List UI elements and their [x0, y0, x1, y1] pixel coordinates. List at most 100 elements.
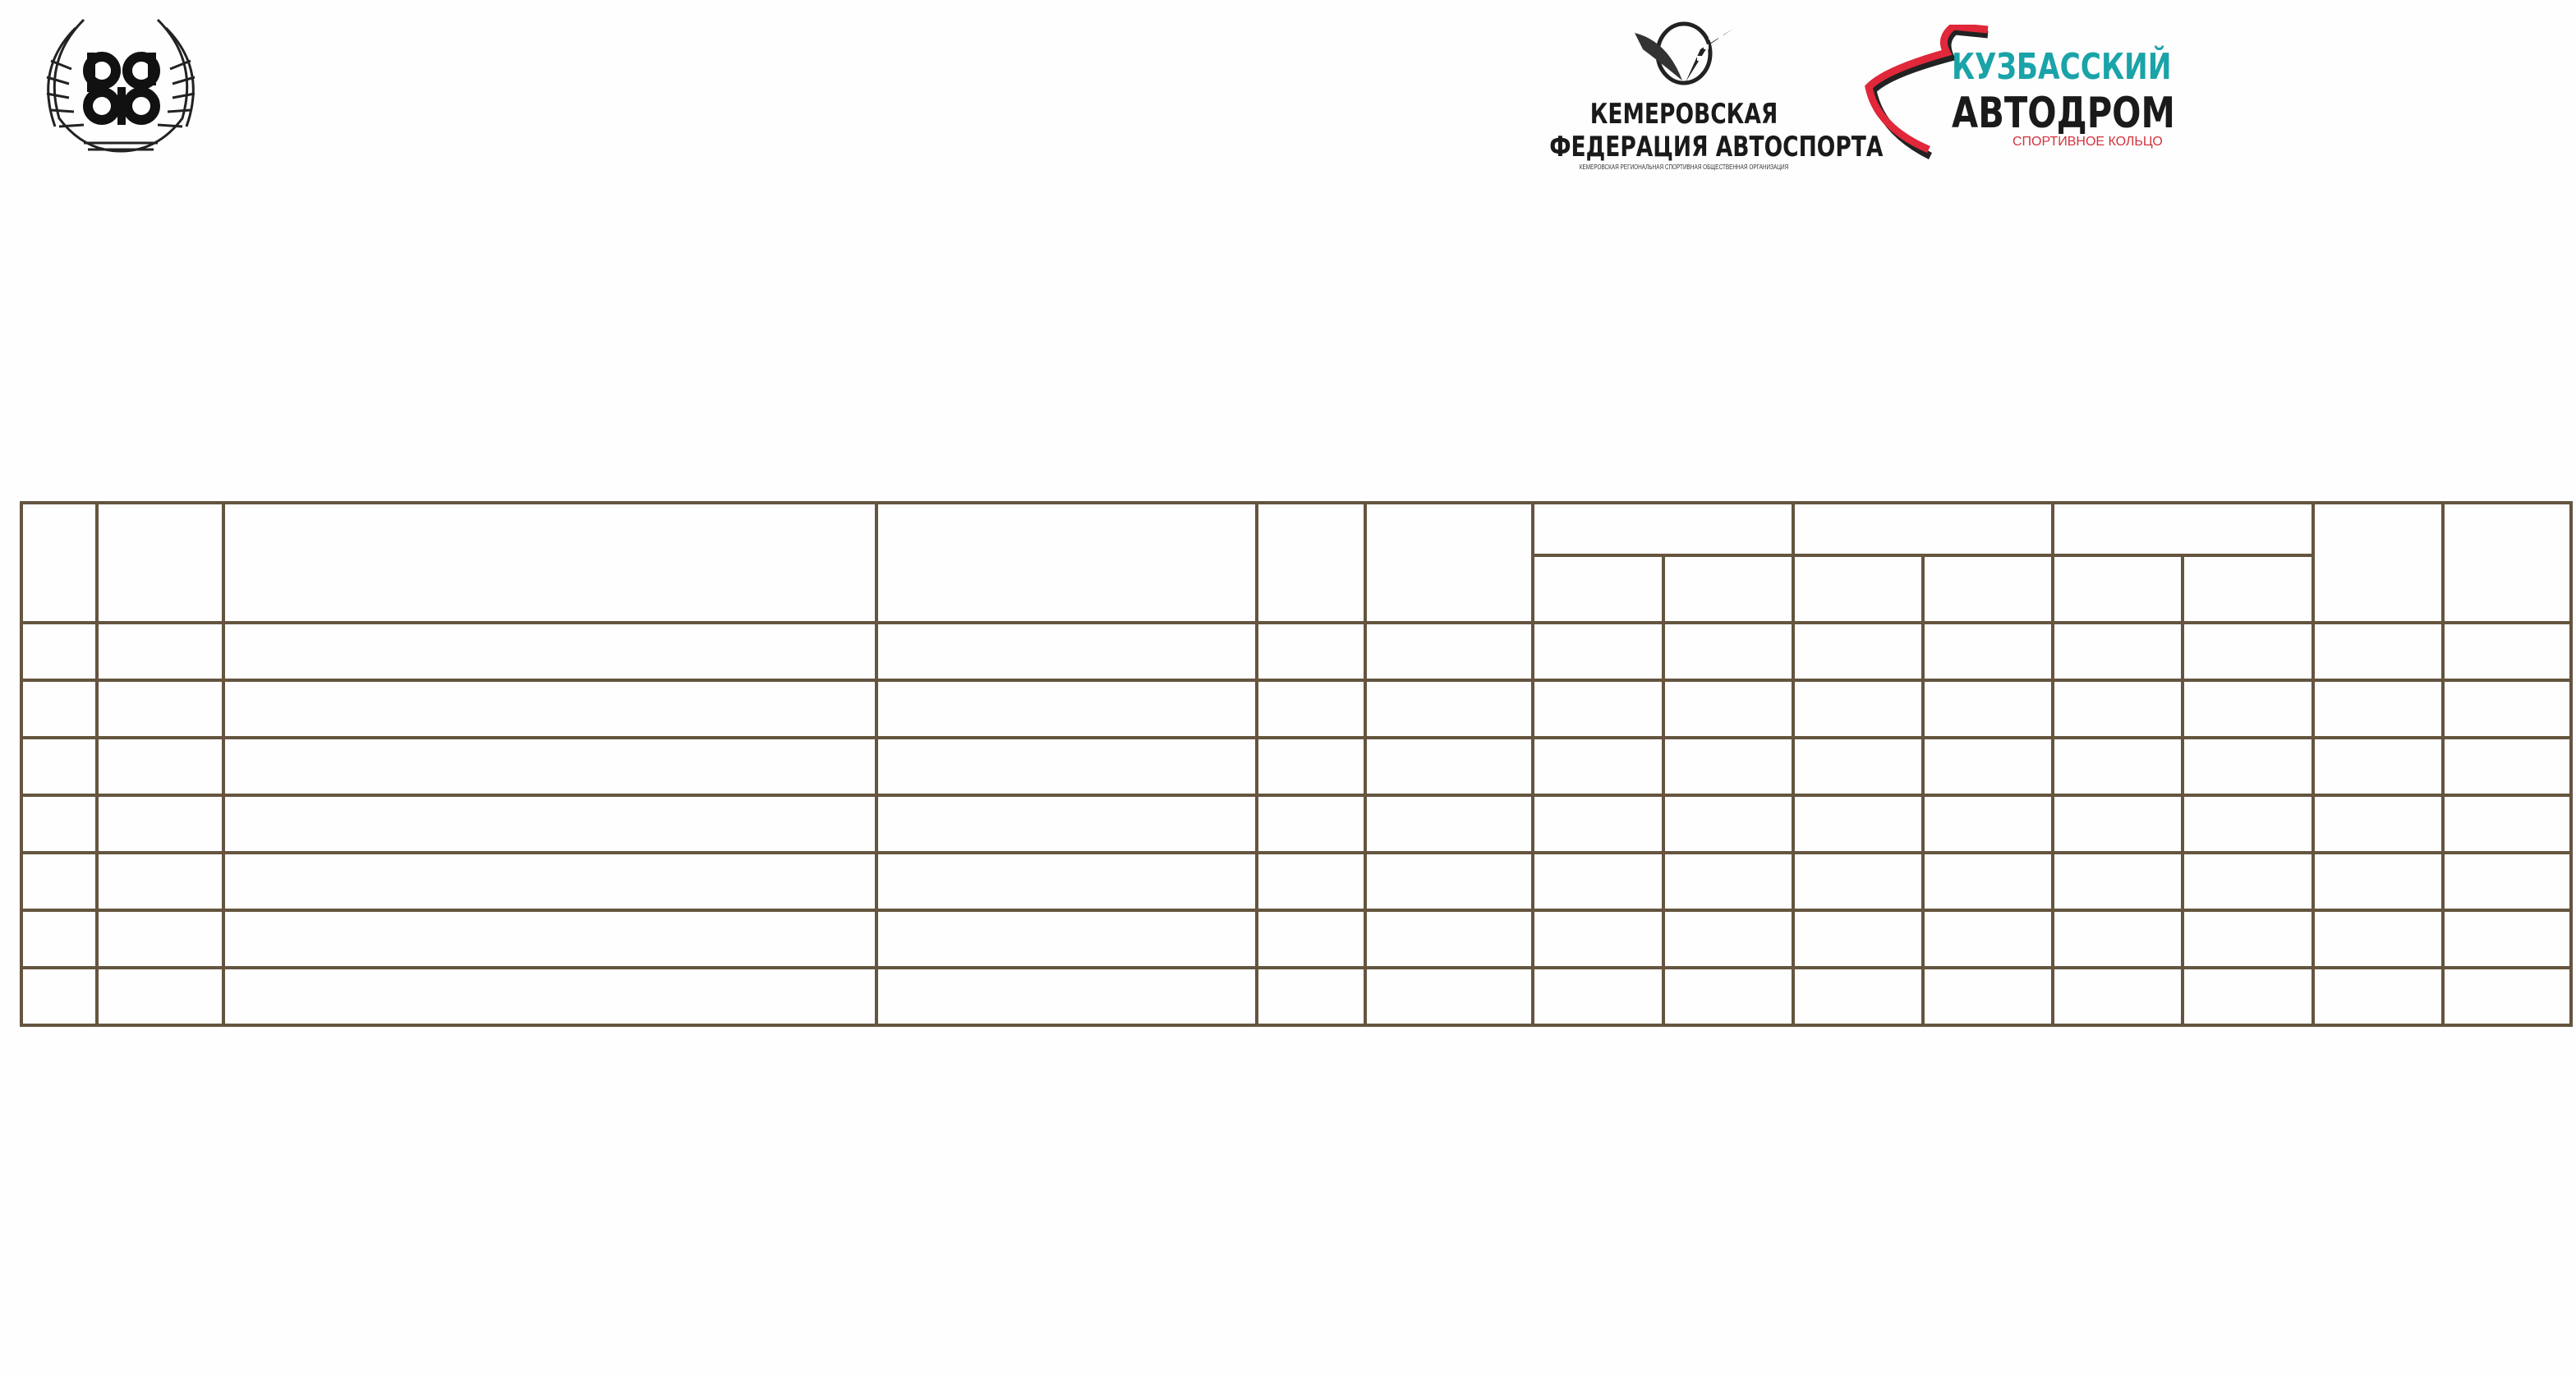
table-cell	[2181, 679, 2315, 739]
table-cell	[1661, 679, 1795, 739]
table-cell	[2440, 966, 2574, 1027]
table-subheader-row	[21, 554, 2571, 624]
logo-line-1: КУЗБАССКИЙ	[1952, 46, 2172, 88]
table-cell	[875, 909, 1258, 969]
subheader-cell	[2051, 554, 2185, 624]
table-cell	[2311, 736, 2445, 797]
table-row	[19, 736, 2574, 797]
logo-line-3: СПОРТИВНОЕ КОЛЬЦО	[2012, 135, 2163, 149]
table-row	[19, 966, 2574, 1027]
subheader-cell	[2181, 554, 2315, 624]
table-cell	[2440, 794, 2574, 854]
table-cell	[1254, 621, 1368, 682]
table-cell	[222, 794, 879, 854]
header-cell	[1254, 501, 1368, 624]
table-cell	[2311, 851, 2445, 912]
header-cell	[875, 501, 1258, 624]
table-cell	[95, 966, 226, 1027]
table-cell	[1531, 621, 1665, 682]
table-cell	[1661, 794, 1795, 854]
table-cell	[2311, 679, 2445, 739]
table-cell	[2051, 679, 2185, 739]
table-cell	[19, 794, 99, 854]
table-cell	[2051, 794, 2185, 854]
rafp-emblem-logo	[34, 12, 207, 159]
table-cell	[222, 851, 879, 912]
header-group-cell	[2051, 501, 2315, 557]
table-cell	[2181, 909, 2315, 969]
table-cell	[1254, 736, 1368, 797]
table-cell	[222, 736, 879, 797]
table-cell	[1364, 736, 1535, 797]
table-cell	[1791, 621, 1925, 682]
table-cell	[1254, 909, 1368, 969]
table-cell	[1791, 736, 1925, 797]
table-cell	[1531, 851, 1665, 912]
table-cell	[1661, 621, 1795, 682]
table-cell	[222, 966, 879, 1027]
table-cell	[1254, 679, 1368, 739]
table-cell	[2181, 794, 2315, 854]
header-cell	[2311, 501, 2445, 624]
table-cell	[95, 621, 226, 682]
table-cell	[19, 851, 99, 912]
table-cell	[2311, 621, 2445, 682]
table-cell	[2051, 966, 2185, 1027]
table-cell	[2181, 621, 2315, 682]
table-cell	[19, 736, 99, 797]
table-cell	[1920, 736, 2055, 797]
header-cell	[1364, 501, 1535, 624]
table-cell	[2311, 966, 2445, 1027]
subheader-cell	[1531, 554, 1665, 624]
header-cell	[222, 501, 879, 624]
table-cell	[1791, 909, 1925, 969]
table-cell	[1364, 794, 1535, 854]
table-row	[19, 621, 2574, 682]
table-cell	[1531, 736, 1665, 797]
table-row	[19, 794, 2574, 854]
table-cell	[2311, 794, 2445, 854]
table-cell	[1920, 909, 2055, 969]
table-cell	[1791, 851, 1925, 912]
subheader-cell	[1920, 554, 2055, 624]
table-cell	[1531, 966, 1665, 1027]
table-cell	[1364, 966, 1535, 1027]
table-cell	[222, 621, 879, 682]
table-cell	[1254, 966, 1368, 1027]
table-cell	[875, 736, 1258, 797]
table-cell	[1920, 794, 2055, 854]
table-cell	[2051, 909, 2185, 969]
table-cell	[1531, 909, 1665, 969]
table-cell	[2311, 909, 2445, 969]
table-row	[19, 909, 2574, 969]
table-cell	[875, 679, 1258, 739]
table-cell	[2181, 736, 2315, 797]
kemerovo-federation-logo: КЕМЕРОВСКАЯ ФЕДЕРАЦИЯ АВТОСПОРТА КЕМЕРОВ…	[1544, 16, 1884, 189]
table-cell	[1920, 851, 2055, 912]
table-cell	[1531, 679, 1665, 739]
table-cell	[1364, 621, 1535, 682]
header-group-cell	[1791, 501, 2055, 557]
table-cell	[1364, 909, 1535, 969]
table-cell	[222, 679, 879, 739]
table-cell	[1254, 851, 1368, 912]
table-cell	[19, 966, 99, 1027]
header-cell	[19, 501, 99, 624]
kuzbass-autodrom-logo: КУЗБАССКИЙ АВТОДРОМ СПОРТИВНОЕ КОЛЬЦО	[1865, 25, 2177, 164]
table-cell	[2181, 851, 2315, 912]
table-cell	[19, 621, 99, 682]
subheader-cell	[1791, 554, 1925, 624]
table-cell	[1661, 851, 1795, 912]
logo-line-2: ФЕДЕРАЦИЯ АВТОСПОРТА	[1549, 131, 1884, 163]
table-cell	[95, 851, 226, 912]
table-cell	[1661, 736, 1795, 797]
table-cell	[222, 909, 879, 969]
table-cell	[1920, 966, 2055, 1027]
table-cell	[1364, 851, 1535, 912]
table-cell	[2051, 736, 2185, 797]
table-cell	[19, 909, 99, 969]
race-track-swoosh-icon	[1865, 25, 1989, 160]
table-cell	[1791, 966, 1925, 1027]
table-cell	[95, 679, 226, 739]
table-cell	[2440, 621, 2574, 682]
